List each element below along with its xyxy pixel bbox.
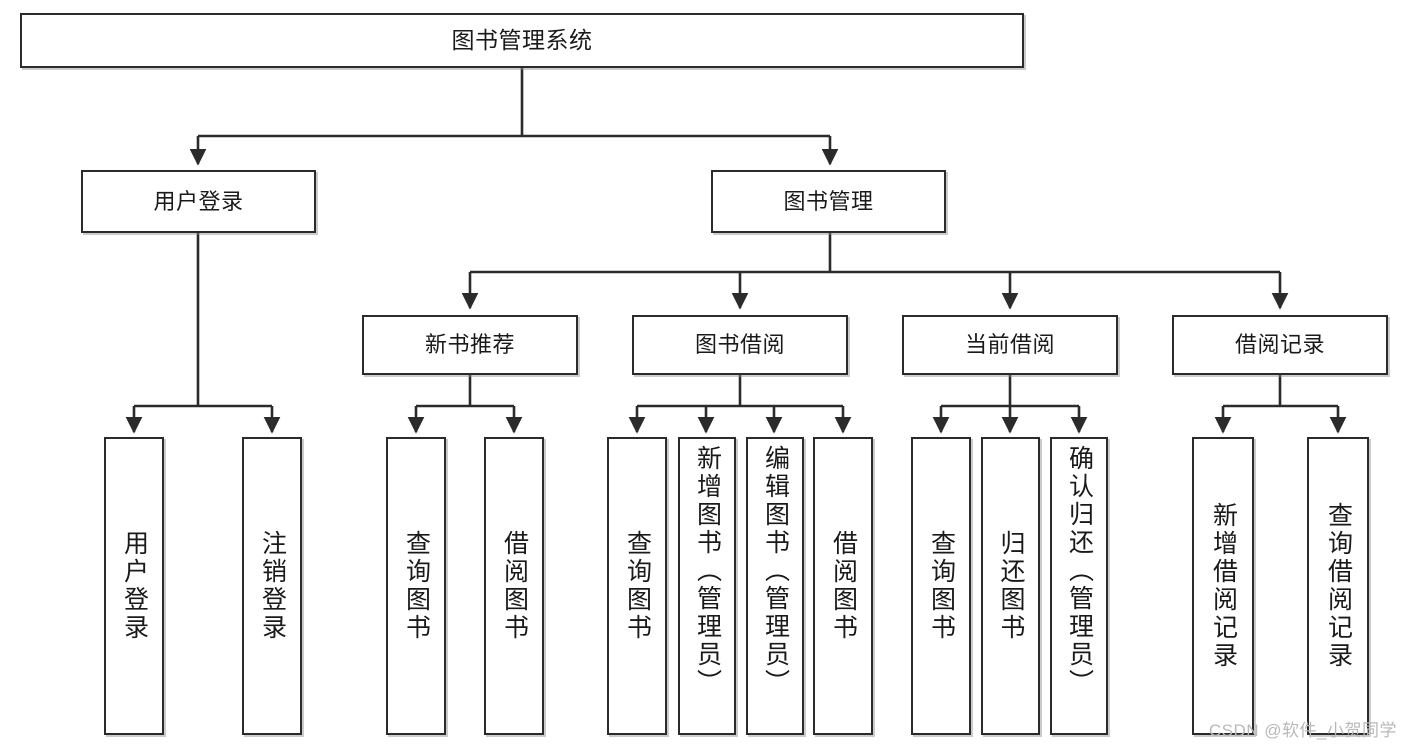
leaf-borrow-book[interactable]: 借阅图书 [813, 437, 873, 735]
node-label: 注销登录 [258, 530, 287, 642]
leaf-query-book-current[interactable]: 查询图书 [911, 437, 971, 735]
node-borrow-record[interactable]: 借阅记录 [1172, 315, 1388, 375]
node-label: 当前借阅 [964, 332, 1055, 358]
node-book-management[interactable]: 图书管理 [711, 170, 946, 233]
node-book-borrow[interactable]: 图书借阅 [632, 315, 848, 375]
csdn-watermark: CSDN @软件_小贺同学 [1208, 721, 1397, 740]
node-user-login[interactable]: 用户登录 [81, 170, 316, 233]
node-label: 编辑图书（管理员） [761, 445, 790, 697]
leaf-borrow-book-newbook[interactable]: 借阅图书 [484, 437, 544, 735]
leaf-query-borrow-record[interactable]: 查询借阅记录 [1307, 437, 1369, 735]
leaf-return-book[interactable]: 归还图书 [981, 437, 1040, 735]
node-current-borrow[interactable]: 当前借阅 [902, 315, 1118, 375]
node-label: 查询图书 [623, 530, 652, 642]
leaf-confirm-return-admin[interactable]: 确认归还（管理员） [1050, 437, 1108, 735]
leaf-query-book-borrow[interactable]: 查询图书 [607, 437, 667, 735]
leaf-user-login[interactable]: 用户登录 [104, 437, 164, 735]
leaf-add-book-admin[interactable]: 新增图书（管理员） [678, 437, 736, 735]
node-label: 借阅记录 [1234, 332, 1325, 358]
node-label: 确认归还（管理员） [1065, 445, 1094, 697]
node-label: 查询借阅记录 [1324, 502, 1353, 670]
node-new-book-recommend[interactable]: 新书推荐 [362, 315, 578, 375]
node-label: 查询图书 [402, 530, 431, 642]
node-label: 归还图书 [997, 530, 1025, 642]
leaf-query-book-newbook[interactable]: 查询图书 [386, 437, 446, 735]
node-label: 查询图书 [927, 530, 956, 642]
node-label: 图书管理 [783, 188, 874, 214]
node-label: 图书借阅 [694, 332, 785, 358]
leaf-edit-book-admin[interactable]: 编辑图书（管理员） [746, 437, 804, 735]
node-label: 借阅图书 [829, 530, 858, 642]
node-label: 用户登录 [153, 188, 244, 214]
node-label: 用户登录 [120, 530, 149, 642]
leaf-add-borrow-record[interactable]: 新增借阅记录 [1192, 437, 1254, 735]
leaf-logout[interactable]: 注销登录 [242, 437, 302, 735]
node-label: 借阅图书 [500, 530, 529, 642]
node-label: 图书管理系统 [451, 26, 593, 53]
node-label: 新增图书（管理员） [693, 445, 722, 697]
node-library-management-system[interactable]: 图书管理系统 [20, 13, 1024, 68]
node-label: 新增借阅记录 [1209, 502, 1238, 670]
node-label: 新书推荐 [424, 332, 515, 358]
